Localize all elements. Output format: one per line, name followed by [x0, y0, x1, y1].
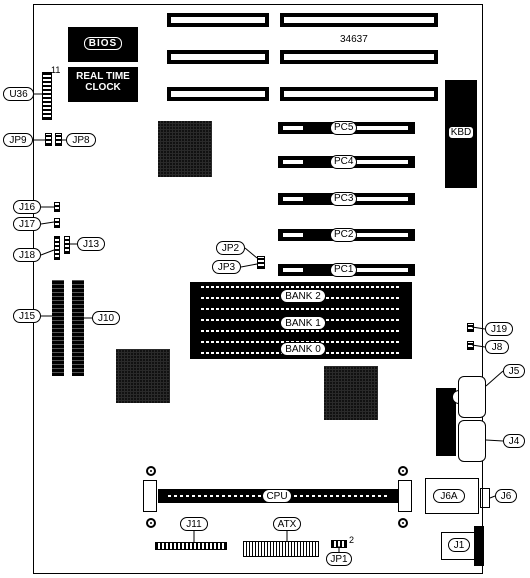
pci-slot-pc5: PC5 — [278, 121, 415, 135]
isa-slot-left-2 — [167, 50, 269, 64]
bios-chip: BIOS — [68, 27, 138, 62]
jp9-label: JP9 — [3, 133, 33, 147]
chipset-chip-lower-left — [116, 349, 170, 403]
j15-connector — [52, 280, 64, 376]
j10-connector — [72, 280, 84, 376]
isa-slot-right-1 — [280, 13, 438, 27]
mounting-hole — [146, 466, 156, 476]
jp9-jumper — [45, 133, 52, 146]
j1-connector-block — [474, 526, 484, 566]
cpu-label: CPU — [262, 489, 292, 503]
j13-label: J13 — [77, 237, 105, 251]
mounting-hole — [398, 518, 408, 528]
j16-header — [54, 202, 60, 212]
jp1-label: JP1 — [326, 552, 352, 566]
j13-header — [64, 236, 70, 254]
j16-label: J16 — [13, 200, 41, 214]
j6-connector — [480, 488, 490, 508]
memory-bank-label: BANK 1 — [280, 316, 326, 330]
pci-slot-pc3: PC3 — [278, 192, 415, 206]
j5-serial-connector — [458, 376, 486, 418]
isa-slot-left-1 — [167, 13, 269, 27]
chipset-chip-lower-right — [324, 366, 378, 420]
j10-label: J10 — [92, 311, 120, 325]
u36-pin-11-label: 11 — [51, 65, 61, 75]
jp3-label: JP3 — [212, 260, 241, 274]
j18-header — [54, 236, 60, 260]
pci-slot-label: PC2 — [330, 228, 358, 242]
memory-bank-label: BANK 2 — [280, 289, 326, 303]
jp2-jp3-jumper — [257, 256, 265, 269]
j11-label: J11 — [180, 517, 208, 531]
jp8-label: JP8 — [66, 133, 96, 147]
j18-label: J18 — [13, 248, 41, 262]
j4-label: J4 — [503, 434, 525, 448]
real-time-clock-chip: REAL TIME CLOCK — [68, 67, 138, 102]
j5-label: J5 — [503, 364, 525, 378]
mounting-hole — [146, 518, 156, 528]
jp2-label: JP2 — [216, 241, 245, 255]
pci-slot-label: PC1 — [330, 263, 358, 277]
pci-slot-label: PC5 — [330, 121, 358, 135]
j8-label: J8 — [485, 340, 509, 354]
keyboard-connector: KBD — [445, 80, 477, 188]
atx-power-connector — [243, 541, 319, 557]
j15-label: J15 — [13, 309, 41, 323]
j19-label: J19 — [485, 322, 513, 336]
bios-label: BIOS — [83, 37, 123, 50]
isa-slot-right-3 — [280, 87, 438, 101]
jp1-pin-2-label: 2 — [349, 535, 355, 545]
j17-header — [54, 218, 60, 228]
j11-header — [155, 542, 227, 550]
j4-serial-connector — [458, 420, 486, 462]
part-number: 34637 — [340, 34, 368, 45]
u36-label: U36 — [3, 87, 34, 101]
isa-slot-right-2 — [280, 50, 438, 64]
cpu-retention-right — [398, 480, 412, 512]
chipset-chip-upper — [158, 121, 212, 177]
cpu-retention-left — [143, 480, 157, 512]
j6a-label: J6A — [433, 489, 465, 503]
pci-slot-pc4: PC4 — [278, 155, 415, 169]
dimm-slot — [190, 304, 412, 315]
pci-slot-pc1: PC1 — [278, 263, 415, 277]
pci-slot-label: PC4 — [330, 155, 358, 169]
memory-bank-label: BANK 0 — [280, 342, 326, 356]
j1-label: J1 — [448, 538, 470, 552]
mounting-hole — [398, 466, 408, 476]
j6-label: J6 — [495, 489, 517, 503]
rtc-label-line-1: REAL TIME — [76, 71, 130, 82]
rtc-label-line-2: CLOCK — [85, 82, 121, 93]
isa-slot-left-3 — [167, 87, 269, 101]
kbd-label: KBD — [447, 126, 475, 139]
atx-label: ATX — [273, 517, 301, 531]
u36-header — [42, 72, 52, 120]
j7-parallel-connector — [436, 388, 456, 456]
pci-slot-label: PC3 — [330, 192, 358, 206]
pci-slot-pc2: PC2 — [278, 228, 415, 242]
j17-label: J17 — [13, 217, 41, 231]
